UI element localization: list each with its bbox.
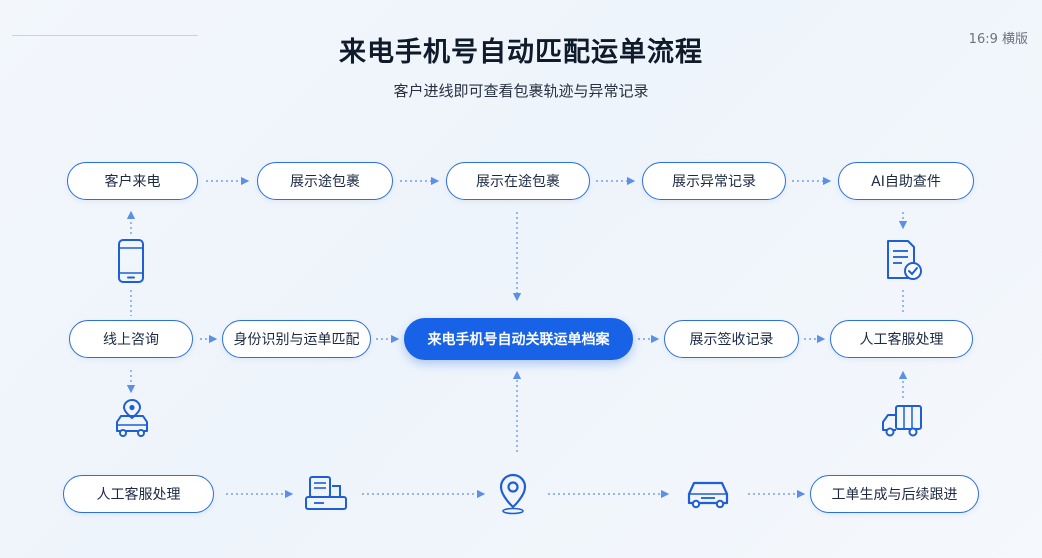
node-customer-call: 客户来电 xyxy=(67,162,198,200)
truck-icon xyxy=(882,405,922,437)
node-show-in-transit-parcel: 展示在途包裹 xyxy=(446,162,590,200)
service-desk-icon xyxy=(305,476,347,510)
node-online-consult: 线上咨询 xyxy=(69,320,193,358)
node-show-exception-records: 展示异常记录 xyxy=(642,162,786,200)
node-identity-waybill-match: 身份识别与运单匹配 xyxy=(222,320,371,358)
location-pin-icon xyxy=(499,473,527,515)
document-check-icon xyxy=(887,240,922,280)
mobile-phone-icon xyxy=(118,239,144,283)
node-show-signature-records: 展示签收记录 xyxy=(664,320,799,358)
page-subtitle: 客户进线即可查看包裹轨迹与异常记录 xyxy=(393,82,649,100)
node-auto-link-waybill-archive: 来电手机号自动关联运单档案 xyxy=(404,318,633,360)
page-title: 来电手机号自动匹配运单流程 xyxy=(339,37,703,68)
node-ai-self-query: AI自助查件 xyxy=(838,162,974,200)
car-icon xyxy=(687,481,729,509)
node-show-parcel-en-route: 展示途包裹 xyxy=(257,162,393,200)
delivery-car-location-icon xyxy=(116,398,148,437)
node-human-service-right: 人工客服处理 xyxy=(830,320,973,358)
decorative-line xyxy=(12,35,198,36)
aspect-ratio-badge: 16:9 横版 xyxy=(968,32,1028,47)
node-ticket-followup: 工单生成与后续跟进 xyxy=(810,475,979,513)
node-human-service-bottom: 人工客服处理 xyxy=(63,475,214,513)
